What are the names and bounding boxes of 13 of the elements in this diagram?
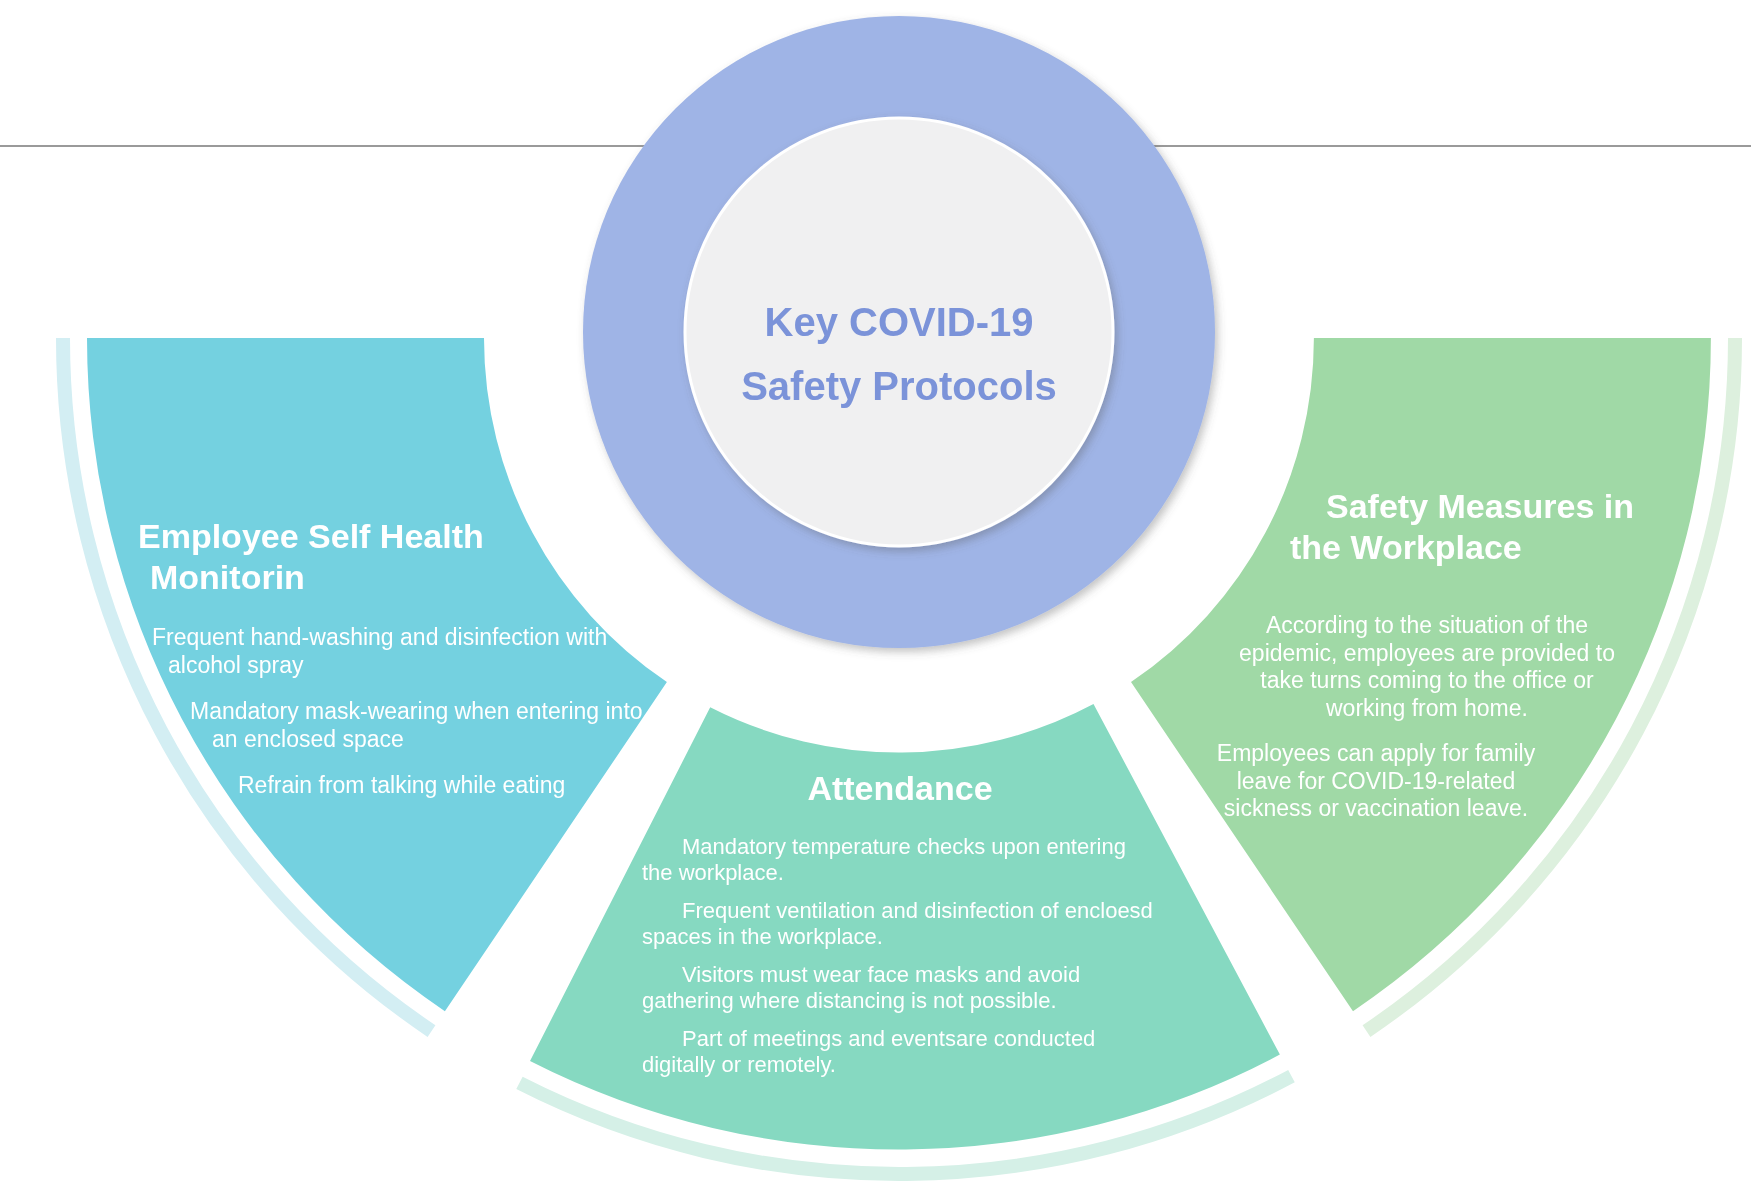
body-text: Employees can apply for family leave for COVID-19-related sickness or vaccination leave. xyxy=(1215,740,1537,823)
body-text: Visitors must wear face masks and avoid gathering where distancing is not possible. xyxy=(642,962,1082,1015)
body-text: Frequent ventilation and disinfection of encloesd spaces in the workplace. xyxy=(642,898,1154,951)
section-heading: Employee Self Health Monitorin xyxy=(138,516,485,598)
body-text: Mandatory mask-wearing when entering into an enclosed space xyxy=(190,698,644,754)
section-heading: Attendance xyxy=(806,768,994,809)
body-text: Refrain from talking while eating xyxy=(238,772,567,800)
section-heading: Safety Measures in the Workplace xyxy=(1290,486,1635,568)
body-text: Part of meetings and eventsare conducted digitally or remotely. xyxy=(642,1026,1097,1079)
body-text: Frequent hand-washing and disinfection with alcohol spray xyxy=(152,624,608,680)
center-title: Key COVID-19 Safety Protocols xyxy=(740,299,1058,410)
body-text: According to the situation of the epidemic, employees are provided to take turns coming to the office or working from home. xyxy=(1238,612,1616,723)
body-text: Mandatory temperature checks upon entering the workplace. xyxy=(642,834,1127,887)
